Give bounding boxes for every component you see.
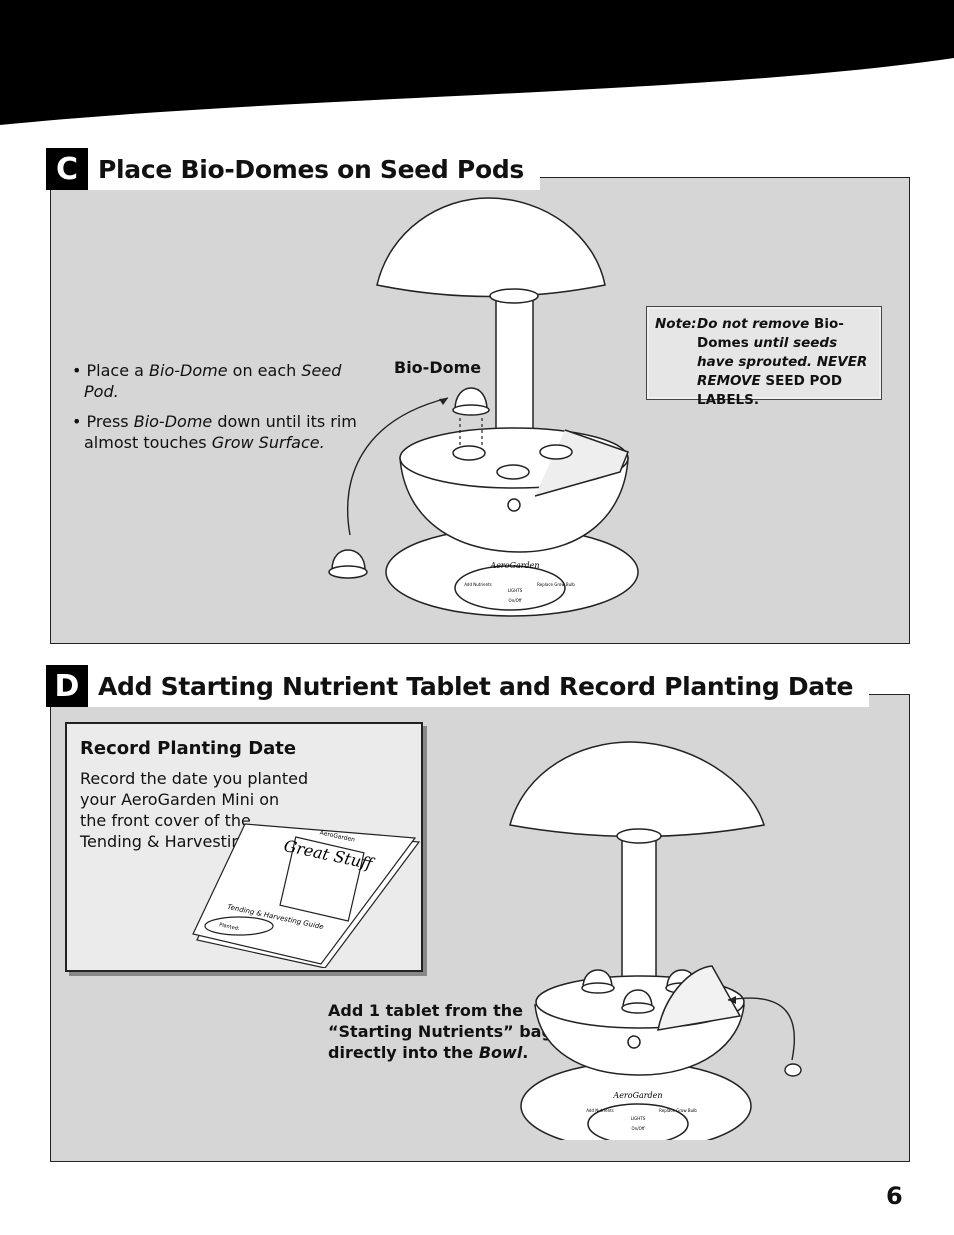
section-c-letter: C: [46, 148, 88, 190]
record-planting-date-title: Record Planting Date: [80, 738, 297, 759]
instruction-place-bio-dome: • Place a Bio-Dome on each Seed Pod.: [72, 361, 342, 401]
section-d-title: Add Starting Nutrient Tablet and Record …: [98, 671, 854, 701]
instruction-press-bio-dome: • Press Bio-Dome down until its rim almo…: [72, 412, 357, 452]
note-box: Note: Do not remove Bio-Domes until seed…: [646, 306, 882, 408]
add-tablet-instruction: Add 1 tablet from the “Starting Nutrient…: [328, 1001, 553, 1062]
device-brand-d: AeroGarden: [612, 1091, 662, 1100]
section-c-header: C Place Bio-Domes on Seed Pods: [46, 148, 540, 190]
section-c-instructions: • Place a Bio-Dome on each Seed Pod. • P…: [72, 360, 372, 462]
nutrient-tablet: [784, 1063, 802, 1077]
top-banner: [0, 0, 954, 125]
section-d-letter: D: [46, 665, 88, 707]
device-replace-bulb-c: Replace Grow Bulb: [537, 582, 575, 587]
device-lights-c: LIGHTS: [508, 588, 523, 593]
device-add-nutrients-d: Add Nutrients: [586, 1108, 614, 1113]
note-label: Note:: [655, 316, 697, 332]
aerogarden-nutrient-illustration: AeroGarden Add Nutrients Replace Grow Bu…: [509, 741, 802, 1140]
device-brand-c: AeroGarden: [489, 561, 539, 570]
device-replace-bulb-d: Replace Grow Bulb: [659, 1108, 697, 1113]
record-planting-date-box: Record Planting Date Record the date you…: [65, 722, 423, 972]
device-lights-d: LIGHTS: [631, 1116, 646, 1121]
guide-date-label: Planted:: [219, 922, 241, 932]
aerogarden-bio-dome-illustration: AeroGarden Add Nutrients Replace Grow Bu…: [328, 197, 639, 617]
note-text: Do not remove Bio-Domes until seeds have…: [697, 316, 868, 408]
device-onoff-d: On/Off: [632, 1126, 645, 1131]
device-onoff-c: On/Off: [509, 598, 522, 603]
section-c-title: Place Bio-Domes on Seed Pods: [98, 154, 524, 184]
page-number: 6: [886, 1182, 903, 1210]
section-d-header: D Add Starting Nutrient Tablet and Recor…: [46, 665, 870, 707]
device-add-nutrients-c: Add Nutrients: [464, 582, 492, 587]
bio-dome-label: Bio-Dome: [394, 358, 482, 377]
tending-guide-booklet: AeroGarden Great Stuff Tending & Harvest…: [192, 823, 421, 968]
